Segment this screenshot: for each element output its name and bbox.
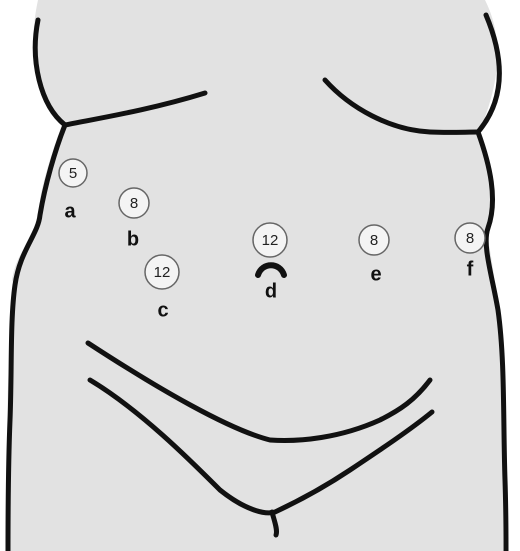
port-f-letter: f <box>467 258 474 280</box>
port-a-letter: a <box>64 200 76 222</box>
port-a-size: 5 <box>69 165 77 182</box>
port-d-letter: d <box>265 280 277 302</box>
port-c-size: 12 <box>154 264 171 281</box>
port-e-size: 8 <box>370 232 378 249</box>
port-b-size: 8 <box>130 195 138 212</box>
port-f-size: 8 <box>466 230 474 247</box>
port-e-letter: e <box>370 263 381 285</box>
port-c-letter: c <box>157 299 168 321</box>
port-b-letter: b <box>127 228 139 250</box>
port-d-size: 12 <box>262 232 279 249</box>
